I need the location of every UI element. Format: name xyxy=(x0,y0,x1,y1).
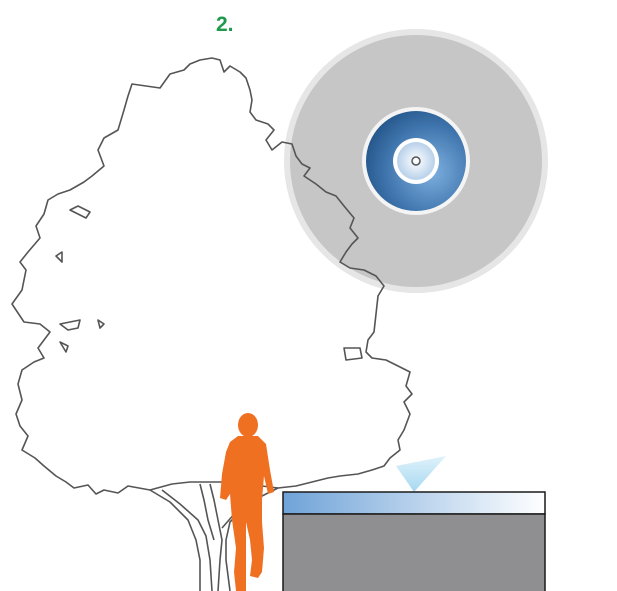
disc-icon xyxy=(284,29,548,293)
tree-trunk-branch-c xyxy=(210,484,222,591)
block-top-bar xyxy=(283,492,545,514)
tree-gap-6 xyxy=(344,348,362,360)
tree-gap-4 xyxy=(98,320,104,328)
walking-person-icon xyxy=(220,413,274,591)
block-body xyxy=(283,514,545,591)
tree-gap-3 xyxy=(60,320,80,330)
tree-gap-2 xyxy=(56,252,62,262)
tree-gap-5 xyxy=(60,342,68,352)
projection-beam xyxy=(396,456,446,492)
reader-block xyxy=(283,492,545,591)
person-body xyxy=(220,436,274,591)
disc-hub xyxy=(397,142,435,180)
tree-trunk-left xyxy=(150,490,200,591)
tree-gap-1 xyxy=(70,206,90,218)
person-head xyxy=(238,413,258,437)
